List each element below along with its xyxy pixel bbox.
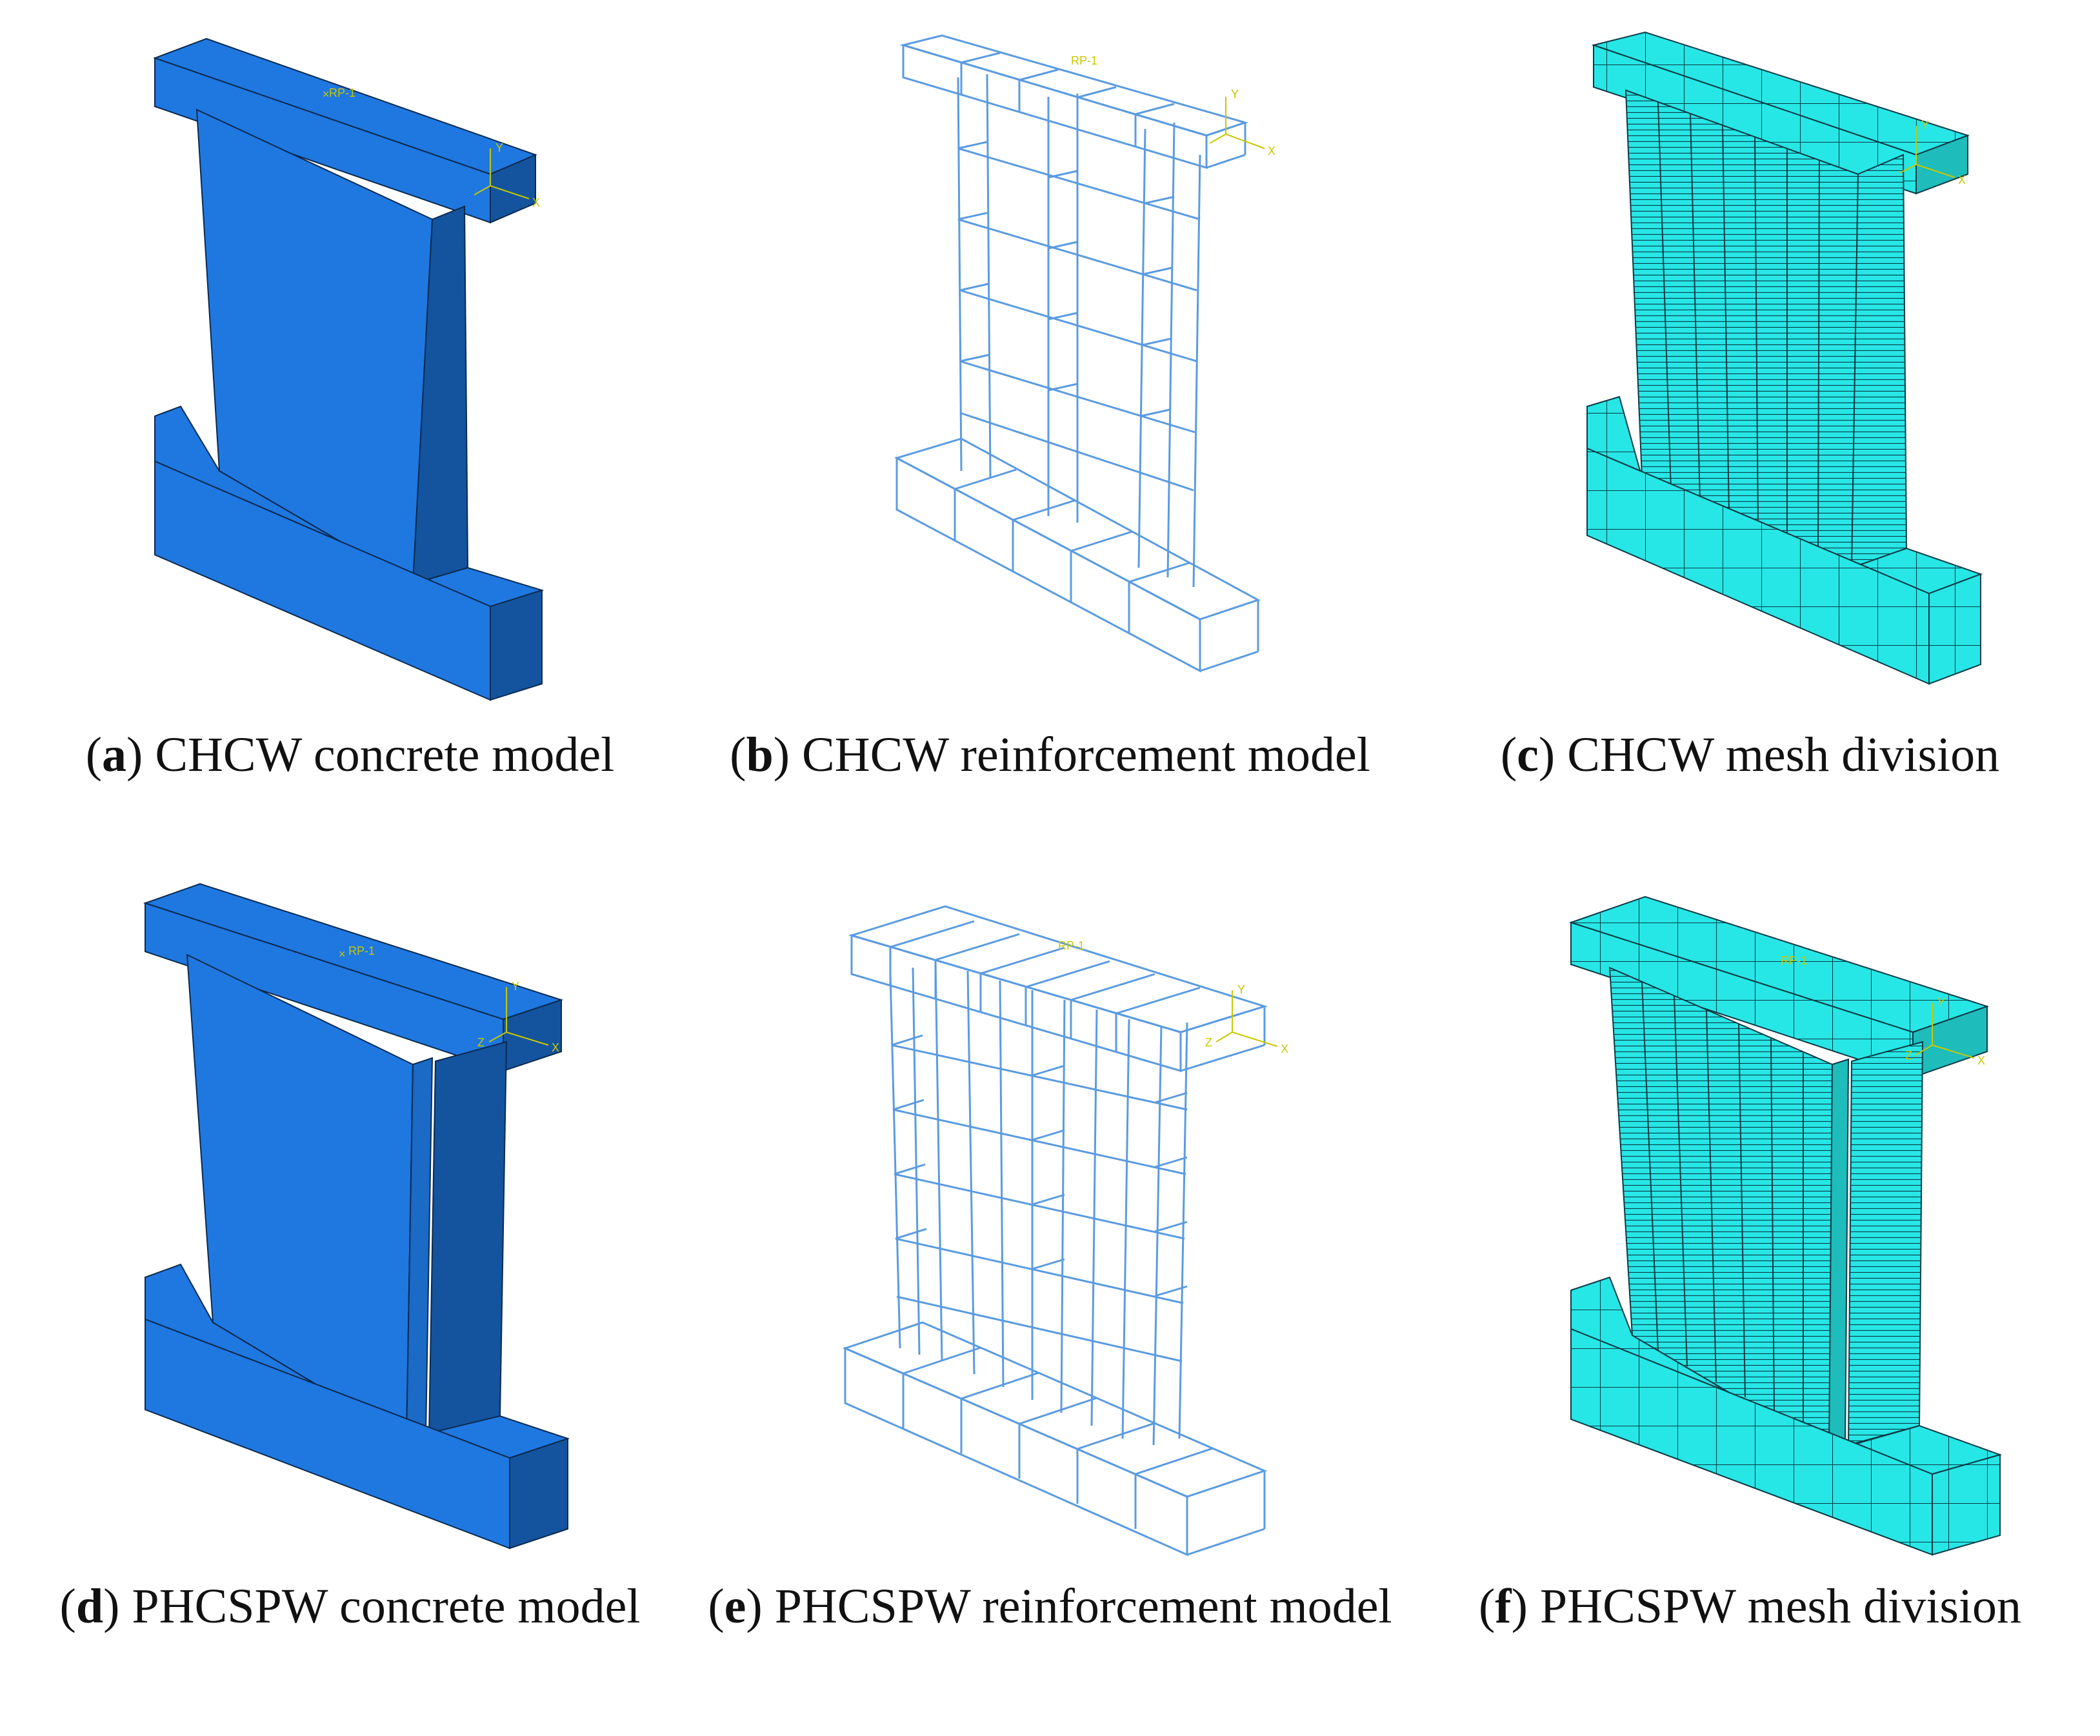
- axis-x-label-f: X: [1977, 1054, 1985, 1067]
- axis-y-label-c: Y: [1921, 119, 1929, 132]
- mesh-web-vertical-lines-f: [1641, 981, 1804, 1428]
- mesh-web-side: [1850, 154, 1908, 569]
- axis-y-label-e: Y: [1237, 983, 1245, 996]
- ref-point-label-e: RP-1: [1058, 939, 1085, 952]
- axis-y-label-b: Y: [1231, 88, 1239, 101]
- panel-d-concrete-model: RP-1 × Y X Z: [129, 871, 594, 1555]
- bottom-cage-ties-e: [902, 1346, 1214, 1529]
- axis-x-label: X: [532, 196, 540, 209]
- axis-triad-icon-b: [1209, 97, 1265, 149]
- mesh-web-vertical-lines: [1657, 101, 1820, 553]
- axis-triad-icon-d: [488, 987, 549, 1046]
- caption-d: (d) PHCSPW concrete model: [59, 1579, 641, 1633]
- axis-y-label-d: Y: [512, 980, 519, 993]
- axis-triad-icon: [474, 148, 530, 199]
- panel-b-reinforcement-model: RP-1 Y X: [884, 26, 1284, 684]
- bottom-beam-side-face: [490, 589, 543, 701]
- caption-a: (a) CHCW concrete model: [85, 728, 615, 782]
- top-beam-side-face: [490, 154, 536, 224]
- axis-x-label-d: X: [552, 1041, 559, 1054]
- phcspw-rebar-drawing: RP-1 Y X Z: [842, 905, 1288, 1557]
- axis-x-label-b: X: [1268, 145, 1275, 157]
- ref-point-marker-icon-d: ×: [339, 948, 346, 961]
- mesh-bottom-beam-side: [1928, 573, 1981, 685]
- caption-e: (e) PHCSPW reinforcement model: [708, 1579, 1392, 1633]
- horizontal-stirrups: [957, 141, 1201, 492]
- top-cage-ties-e: [889, 920, 1201, 1052]
- phcspw-concrete-drawing: RP-1 × Y X Z: [143, 883, 570, 1550]
- panel-c-mesh-division: Y X: [1568, 26, 2032, 697]
- wall-web-side-panel: [428, 1041, 508, 1437]
- axis-x-label-e: X: [1281, 1043, 1288, 1055]
- caption-b: (b) CHCW reinforcement model: [730, 728, 1370, 782]
- axis-x-label-c: X: [1958, 174, 1966, 186]
- axis-triad-icon-c: [1899, 126, 1955, 178]
- chcw-mesh-drawing: Y X: [1586, 31, 1983, 685]
- axis-z-label-f: Z: [1905, 1049, 1912, 1062]
- axis-y-label: Y: [495, 141, 503, 154]
- top-cage-top: [899, 34, 1249, 137]
- chcw-concrete-drawing: RP-1 × Y X: [153, 37, 545, 701]
- top-cage-front-e: [850, 933, 1182, 1073]
- caption-c: (c) CHCW mesh division: [1500, 728, 2000, 782]
- axis-z-label-e: Z: [1205, 1036, 1212, 1049]
- bottom-cage-ties: [954, 468, 1191, 634]
- panel-e-reinforcement-model: RP-1 Y X Z: [839, 877, 1303, 1561]
- ref-point-label: RP-1: [329, 86, 355, 99]
- panel-a-concrete-model: RP-1 × Y X: [129, 26, 594, 710]
- axis-y-label-f: Y: [1937, 996, 1945, 1009]
- horizontal-stirrups-e: [891, 1034, 1188, 1362]
- mesh-web-side-panel-f: [1847, 1041, 1924, 1446]
- phcspw-mesh-drawing: RP-1 Y X Z: [1568, 895, 2003, 1556]
- mesh-bottom-beam-side-f: [1932, 1453, 2001, 1556]
- bottom-cage-top-e: [842, 1321, 1268, 1498]
- top-cage-ties: [960, 52, 1175, 146]
- axis-z-label-d: Z: [477, 1036, 485, 1049]
- panel-f-mesh-division: RP-1 Y X Z: [1561, 884, 2039, 1556]
- mesh-top-beam-side: [1915, 134, 1968, 195]
- ref-point-label-d: RP-1: [348, 944, 375, 957]
- ref-point-label-f: RP-1: [1781, 954, 1807, 967]
- axis-triad-icon-f: [1915, 1003, 1975, 1059]
- caption-f: (f) PHCSPW mesh division: [1478, 1579, 2022, 1633]
- axis-triad-icon-e: [1215, 990, 1278, 1047]
- chcw-rebar-drawing: RP-1 Y X: [894, 34, 1275, 673]
- ref-point-label-b: RP-1: [1071, 54, 1097, 67]
- ref-point-marker-icon: ×: [323, 88, 330, 101]
- mesh-web-joint-strip-f: [1828, 1058, 1850, 1453]
- bottom-beam-side-face-d: [509, 1437, 568, 1550]
